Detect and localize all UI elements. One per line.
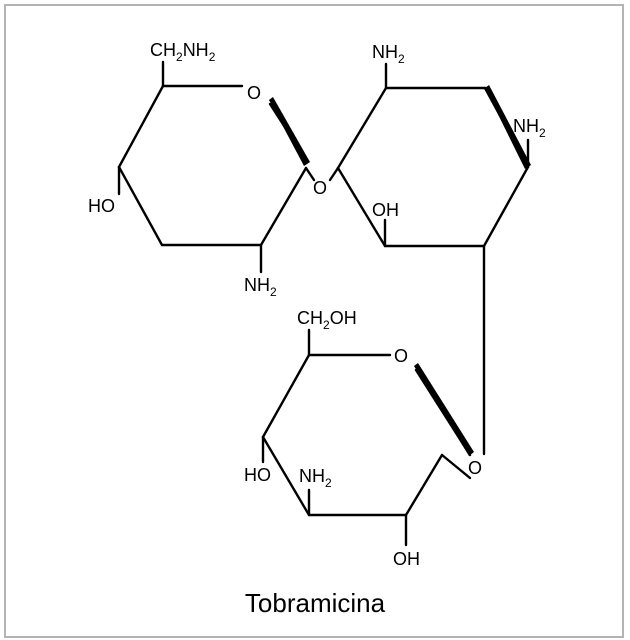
ring-3-nh2-label: NH2 bbox=[299, 466, 332, 490]
ring-2-bonds bbox=[336, 62, 531, 248]
nh-text: NH bbox=[183, 40, 209, 60]
ring-2-top-nh2-label: NH2 bbox=[372, 42, 405, 66]
svg-text:NH2: NH2 bbox=[372, 42, 405, 66]
svg-text:NH2: NH2 bbox=[244, 275, 277, 299]
svg-text:CH2OH: CH2OH bbox=[297, 308, 357, 332]
link-2-oxygen-label: O bbox=[468, 458, 482, 478]
ring-1-oxygen-label: O bbox=[247, 83, 261, 103]
subscript-2: 2 bbox=[176, 50, 183, 64]
ring-2-oh-label: OH bbox=[372, 200, 399, 220]
ring-3-oh-label: OH bbox=[393, 549, 420, 569]
glycosidic-oxygen-label: O bbox=[313, 178, 327, 198]
svg-text:CH2NH2: CH2NH2 bbox=[150, 40, 216, 64]
link-1-bonds bbox=[304, 166, 340, 182]
ch-text: CH bbox=[150, 40, 176, 60]
ring-3-ch2oh-label: CH2OH bbox=[297, 308, 357, 332]
compound-name: Tobramicina bbox=[245, 588, 386, 618]
svg-text:NH2: NH2 bbox=[299, 466, 332, 490]
ring-1-bonds bbox=[117, 60, 310, 274]
ring-3-oxygen-label: O bbox=[394, 346, 408, 366]
ring-1-nh2-label: NH2 bbox=[244, 275, 277, 299]
figure-frame bbox=[4, 4, 624, 638]
ring-1-ch2nh2-label: CH2NH2 bbox=[150, 40, 216, 64]
subscript-2: 2 bbox=[209, 50, 216, 64]
ring-3-ho-label: HO bbox=[244, 465, 271, 485]
ring-3-bonds bbox=[261, 328, 474, 547]
ring-2-right-nh2-label: NH2 bbox=[513, 116, 546, 140]
svg-text:NH2: NH2 bbox=[513, 116, 546, 140]
ring-1-ho-label: HO bbox=[88, 196, 115, 216]
